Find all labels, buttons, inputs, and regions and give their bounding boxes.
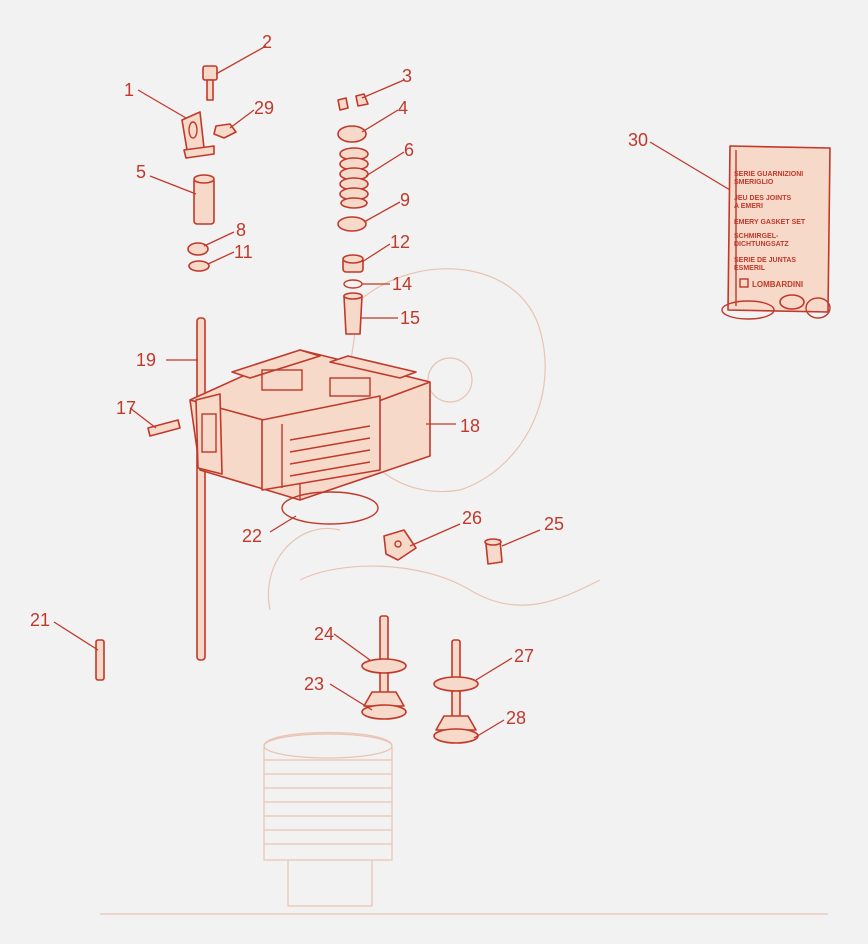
kit-line-3: JEU DES JOINTS bbox=[734, 195, 792, 202]
callout-23: 23 bbox=[304, 674, 324, 694]
callout-27: 27 bbox=[514, 646, 534, 666]
svg-text:JEU DES JOINTS: JEU DES JOINTS bbox=[734, 195, 792, 202]
part-24-ring bbox=[361, 658, 407, 674]
part-30-gasket-kit: SERIE GUARNIZIONI SMERIGLIO JEU DES JOIN… bbox=[721, 145, 831, 320]
part-17-pin bbox=[147, 419, 181, 437]
part-5-shaft bbox=[193, 174, 215, 225]
part-6-spring bbox=[339, 147, 369, 209]
svg-text:SERIE DE JUNTAS: SERIE DE JUNTAS bbox=[734, 257, 796, 264]
callout-21: 21 bbox=[30, 610, 50, 630]
part-8-washer bbox=[187, 242, 209, 256]
callout-19: 19 bbox=[136, 350, 156, 370]
part-15-guide bbox=[343, 292, 363, 335]
cylinder-barrel bbox=[100, 731, 828, 915]
part-11-washer bbox=[188, 260, 210, 272]
part-3-collets bbox=[337, 93, 369, 111]
kit-brand: LOMBARDINI bbox=[752, 280, 803, 289]
svg-text:A EMERI: A EMERI bbox=[734, 203, 763, 210]
callout-8: 8 bbox=[236, 220, 246, 240]
kit-line-7: DICHTUNGSATZ bbox=[734, 241, 789, 248]
kit-line-8: SERIE DE JUNTAS bbox=[734, 257, 796, 264]
leader-lines bbox=[53, 45, 731, 739]
callout-numbers: 1 2 3 4 5 6 8 9 11 12 14 15 17 18 19 21 … bbox=[30, 32, 648, 728]
svg-text:ESMERIL: ESMERIL bbox=[734, 265, 766, 272]
callout-25: 25 bbox=[544, 514, 564, 534]
part-22-oring bbox=[281, 491, 379, 525]
kit-line-1: SERIE GUARNIZIONI bbox=[734, 171, 803, 178]
callout-12: 12 bbox=[390, 232, 410, 252]
part-9-seat bbox=[337, 216, 367, 232]
callout-11: 11 bbox=[234, 242, 253, 262]
callout-30: 30 bbox=[628, 130, 648, 150]
part-1-bracket bbox=[181, 111, 215, 159]
callout-22: 22 bbox=[242, 526, 262, 546]
callout-29: 29 bbox=[254, 98, 274, 118]
kit-line-4: A EMERI bbox=[734, 203, 763, 210]
kit-line-9: ESMERIL bbox=[734, 265, 766, 272]
kit-line-2: SMERIGLIO bbox=[734, 179, 774, 186]
svg-text:SERIE GUARNIZIONI: SERIE GUARNIZIONI bbox=[734, 171, 803, 178]
svg-text:DICHTUNGSATZ: DICHTUNGSATZ bbox=[734, 241, 789, 248]
callout-17: 17 bbox=[116, 398, 136, 418]
kit-line-5: EMERY GASKET SET bbox=[734, 219, 806, 226]
callout-3: 3 bbox=[402, 66, 412, 86]
callout-28: 28 bbox=[506, 708, 526, 728]
callout-14: 14 bbox=[392, 274, 412, 294]
kit-line-6: SCHMIRGEL- bbox=[734, 233, 779, 240]
part-21-stud bbox=[95, 639, 105, 681]
callout-18: 18 bbox=[460, 416, 480, 436]
part-25-sleeve bbox=[484, 538, 503, 565]
part-19-pushrod bbox=[196, 317, 206, 661]
callout-4: 4 bbox=[398, 98, 408, 118]
part-23-valve bbox=[361, 615, 407, 720]
callout-15: 15 bbox=[400, 308, 420, 328]
callout-26: 26 bbox=[462, 508, 482, 528]
svg-text:EMERY GASKET SET: EMERY GASKET SET bbox=[734, 219, 806, 226]
part-18-cylinder-head bbox=[189, 349, 431, 501]
part-4-cap bbox=[337, 125, 367, 143]
part-12-seal bbox=[342, 254, 364, 273]
callout-5: 5 bbox=[136, 162, 146, 182]
svg-text:SCHMIRGEL-: SCHMIRGEL- bbox=[734, 233, 779, 240]
part-27-ring bbox=[433, 676, 479, 692]
callout-24: 24 bbox=[314, 624, 334, 644]
svg-text:SMERIGLIO: SMERIGLIO bbox=[734, 179, 774, 186]
part-14-ring bbox=[343, 279, 363, 289]
callout-1: 1 bbox=[124, 80, 134, 100]
callout-2: 2 bbox=[262, 32, 272, 52]
callout-6: 6 bbox=[404, 140, 414, 160]
part-26-bracket bbox=[383, 529, 417, 561]
callout-9: 9 bbox=[400, 190, 410, 210]
part-2-bolt bbox=[202, 65, 218, 101]
